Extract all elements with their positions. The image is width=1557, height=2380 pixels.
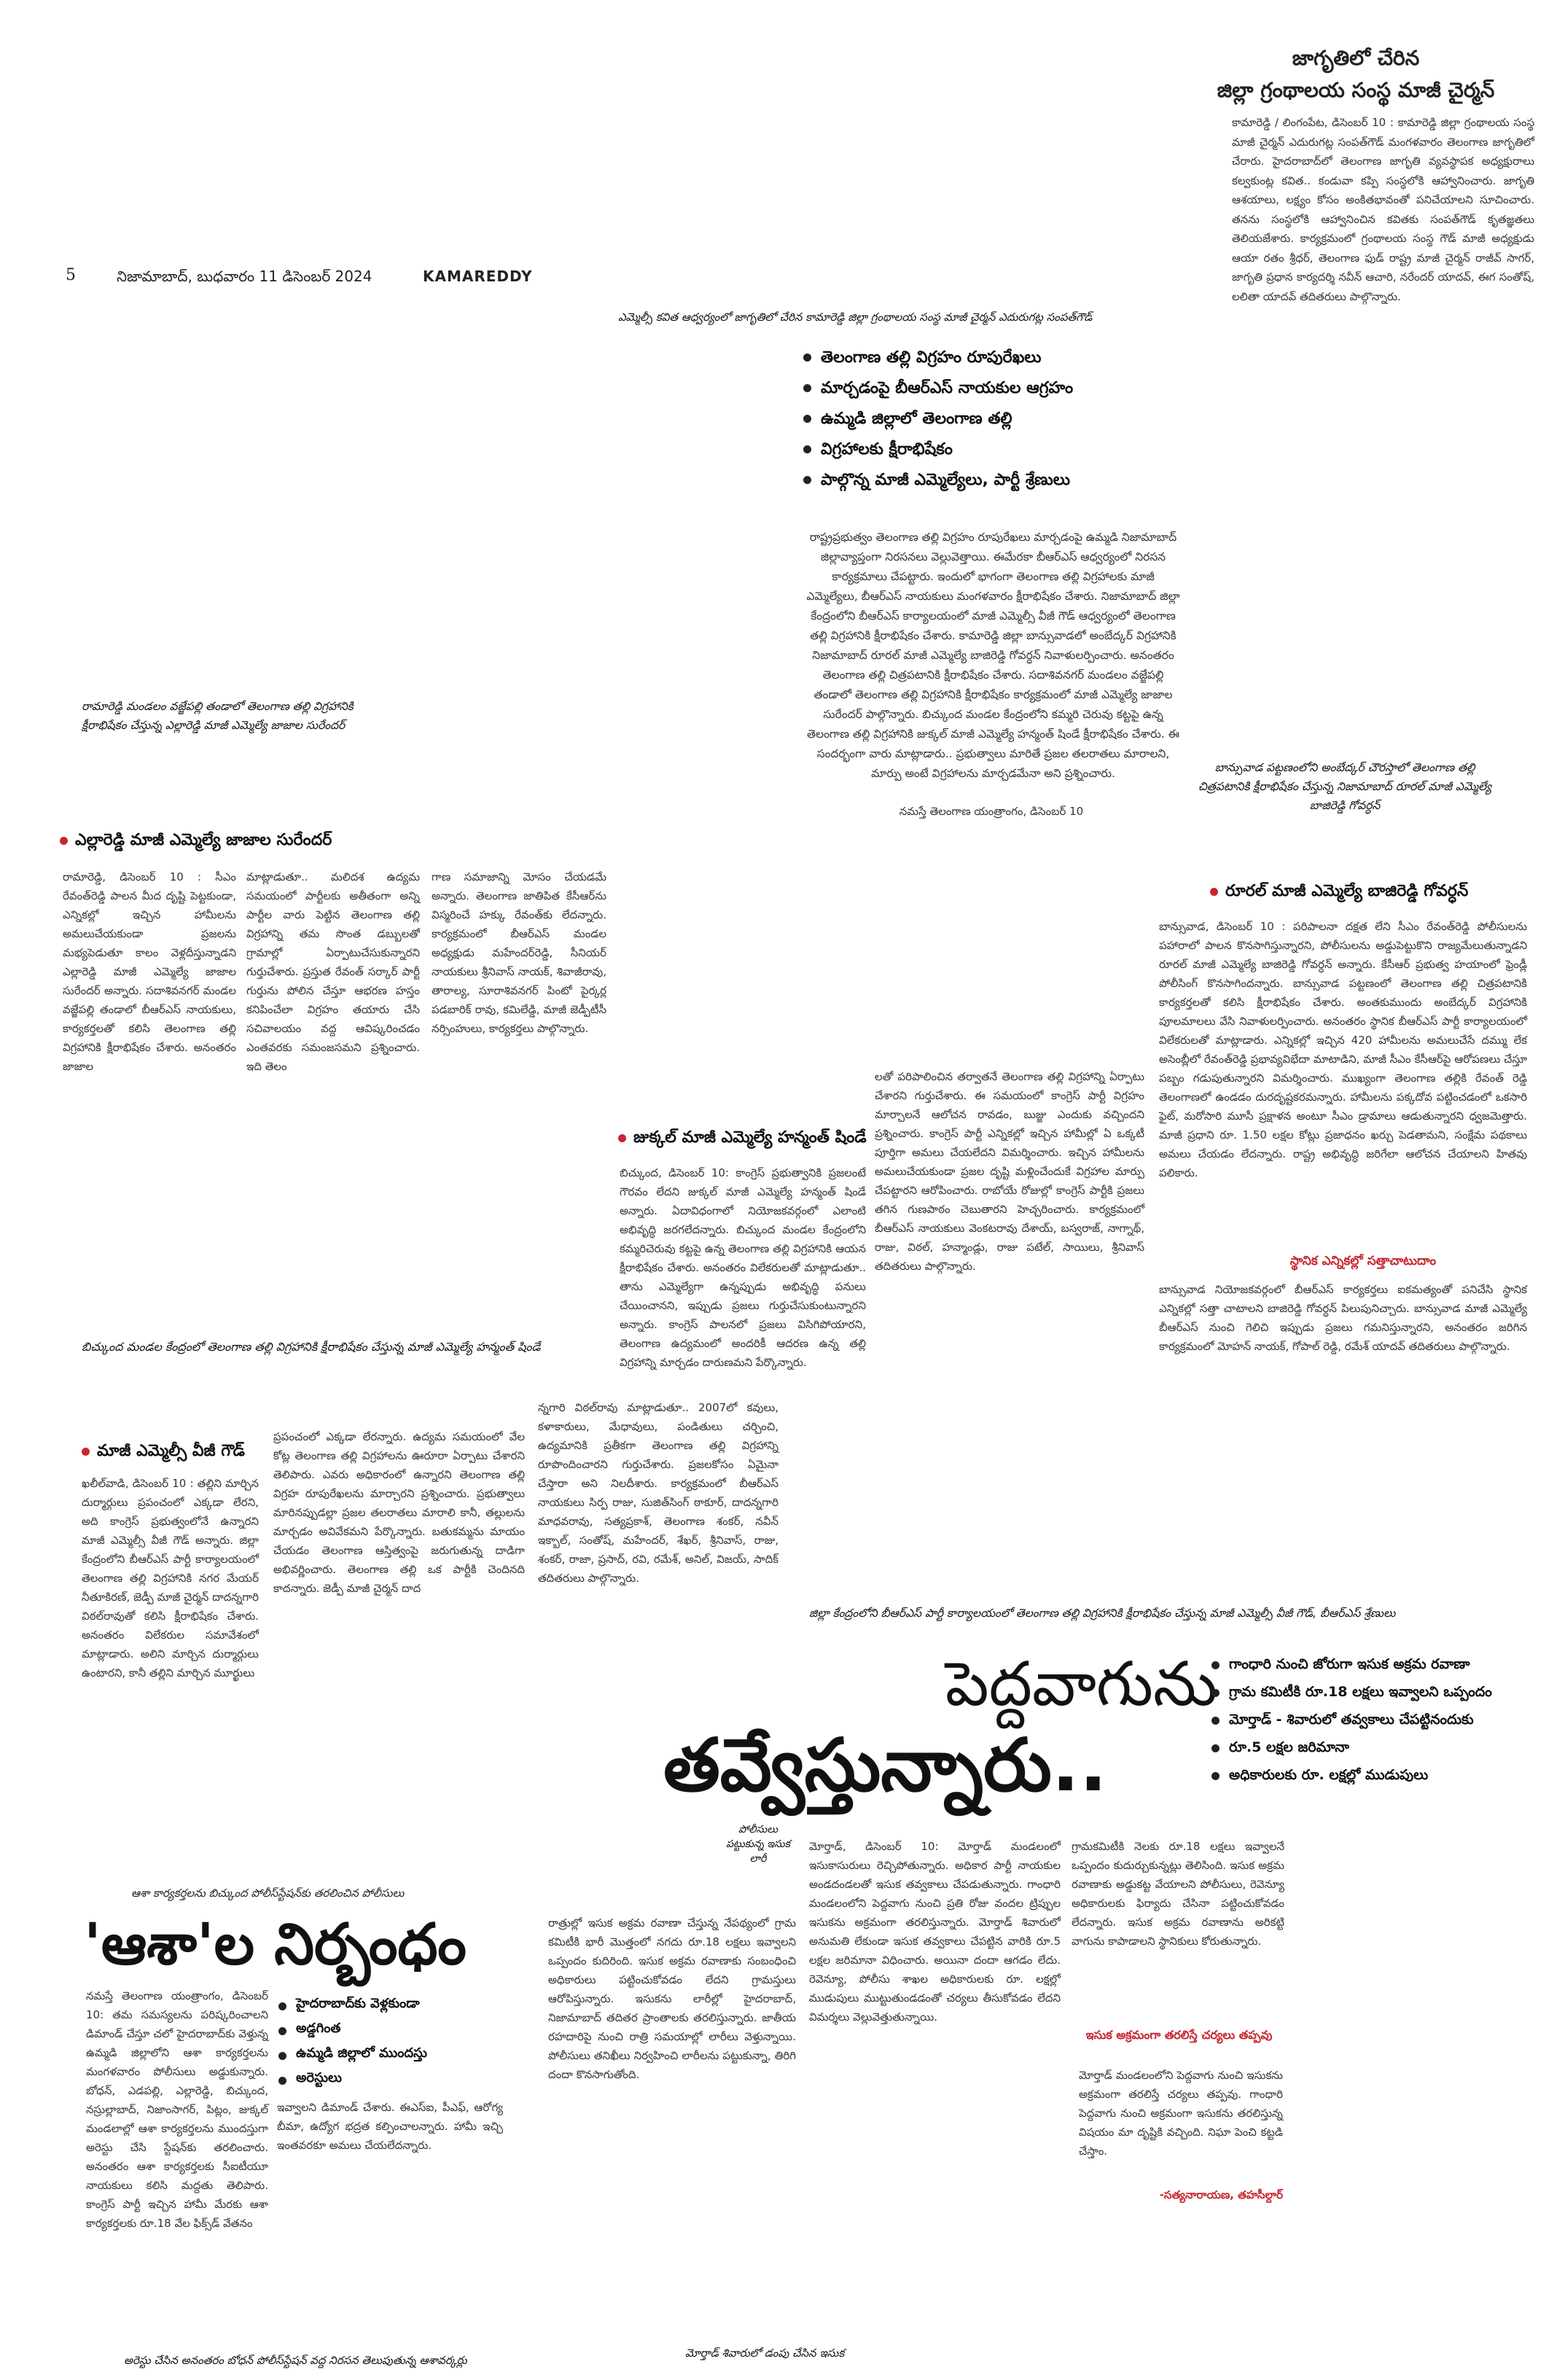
- main-bullet-4: విగ్రహాలకు క్షీరాభిషేకం: [802, 434, 1210, 465]
- main-bullet-2: మార్చడంపై బీఆర్ఎస్ నాయకుల ఆగ్రహం: [802, 373, 1210, 404]
- main-bullet-3: ఉమ్మడి జిల్లాలో తెలంగాణ తల్లి: [802, 404, 1210, 434]
- peddavagu-bullet-2: గ్రామ కమిటీకి రూ.18 లక్షలు ఇవ్వాలని ఒప్ప…: [1210, 1678, 1531, 1706]
- peddavagu-sidebar-head: ఇసుక అక్రమంగా తరలిస్తే చర్యలు తప్పవు: [1085, 2028, 1273, 2042]
- govardhan-body2: బాన్సువాడ నియోజకవర్గంలో బీఆర్ఎస్ కార్యకర…: [1159, 1283, 1527, 1353]
- main-story-credit: నమస్తే తెలంగాణ యంత్రాంగం, డిసెంబర్ 10: [899, 805, 1084, 818]
- peddavagu-bullet-5: అధికారులకు రూ. లక్షల్లో ముడుపులు: [1210, 1761, 1531, 1789]
- peddavagu-col1: రాత్రుల్లో ఇసుక అక్రమ రవాణా చేస్తున్న నే…: [548, 1916, 796, 2081]
- sand-lorry-caption: పోలీసులు పట్టుకున్న ఇసుక లారీ: [726, 1824, 790, 1865]
- banswada-photo-caption: బాన్సువాడ పట్టణంలోని అంబేద్కర్ చౌరస్తాలో…: [1198, 761, 1492, 812]
- vggoud-col2: ప్రపంచంలో ఎక్కడా లేరన్నారు. ఉద్యమ సమయంలో…: [273, 1430, 525, 1595]
- dateline: నిజామాబాద్, బుధవారం 11 డిసెంబర్ 2024: [117, 268, 372, 285]
- peddavagu-sidebar-body: మోర్తాడ్ మండలంలోని పెద్దవాగు నుంచి ఇసుకన…: [1079, 2069, 1283, 2158]
- peddavagu-col3: గ్రామకమిటీకి నెలకు రూ.18 లక్షలు ఇవ్వాలనే…: [1072, 1840, 1284, 1948]
- peddavagu-headline-line1: పెద్దవాగును: [945, 1648, 1217, 1720]
- peddavagu-bullets: గాంధారి నుంచి జోరుగా ఇసుక అక్రమ రవాణా గ్…: [1210, 1650, 1531, 1789]
- headline-line1: జాగృతిలో చేరిన: [1292, 46, 1420, 70]
- asha-bullet-2: అడ్డగింత: [277, 2016, 503, 2041]
- dumped-sand-caption: మోర్తాడ్ శివారులో డంపు చేసిన ఇసుక: [685, 2346, 845, 2360]
- main-story-intro: రాష్ట్రప్రభుత్వం తెలంగాణ తల్లి విగ్రహం ర…: [806, 531, 1180, 780]
- bullet-dot-icon: [1210, 887, 1218, 896]
- nizamabad-photo-caption: జిల్లా కేంద్రంలోని బీఆర్ఎస్ పార్టీ కార్య…: [809, 1607, 1396, 1620]
- headline-line2: జిల్లా గ్రంథాలయ సంస్థ మాజీ చైర్మన్: [1217, 78, 1495, 102]
- asha-headline: 'ఆశా'ల నిర్బంధం: [84, 1912, 467, 1978]
- surender-col3: గాణ సమాజాన్ని మోసం చేయడమే అన్నారు. తెలంగ…: [432, 870, 606, 1035]
- page-masthead: 5 నిజామాబాద్, బుధవారం 11 డిసెంబర్ 2024 K…: [66, 266, 1232, 289]
- vggoud-col3: న్నగారి విఠల్‌రావు మాట్లాడుతూ.. 2007లో క…: [538, 1401, 778, 1585]
- yellareddy-photo-caption: రామారెడ్డి మండలం వజ్జేపల్లి తండాలో తెలంగ…: [82, 700, 354, 732]
- bichkunda-photo-caption: బిచ్కుంద మండల కేంద్రంలో తెలంగాణ తల్లి వి…: [82, 1340, 541, 1354]
- peddavagu-headline-line2: తవ్వేస్తున్నారు..: [663, 1722, 1107, 1808]
- surender-col1: రామారెడ్డి, డిసెంబర్ 10 : సీఎం రేవంత్‌రె…: [63, 870, 236, 1073]
- bullet-dot-icon: [60, 836, 68, 845]
- jagruthi-photo-caption: ఎమ్మెల్సీ కవిత ఆధ్వర్యంలో జాగృతిలో చేరిన…: [618, 311, 1093, 324]
- shinde-subhead: జుక్కల్ మాజీ ఎమ్మెల్యే హన్మంత్ షిండే: [618, 1128, 1055, 1150]
- asha-bullet-3: ఉమ్మడి జిల్లాలో ముందస్తు: [277, 2041, 503, 2066]
- asha-col1: నమస్తే తెలంగాణ యంత్రాంగం, డిసెంబర్ 10: త…: [86, 1989, 268, 2230]
- bullet-dot-icon: [82, 1447, 90, 1456]
- peddavagu-bullet-1: గాంధారి నుంచి జోరుగా ఇసుక అక్రమ రవాణా: [1210, 1650, 1531, 1678]
- main-bullet-5: పాల్గొన్న మాజీ ఎమ్మెల్యేలు, పార్టీ శ్రేణ…: [802, 465, 1210, 496]
- jagruthi-headline: జాగృతిలో చేరిన జిల్లా గ్రంథాలయ సంస్థ మాజ…: [1195, 42, 1516, 106]
- peddavagu-sidebar-credit: -సత్యనారాయణ, తహసీల్దార్: [1159, 2188, 1283, 2201]
- asha-bullets: హైదరాబాద్‌కు వెళ్లకుండా అడ్డగింత ఉమ్మడి …: [277, 1991, 503, 2091]
- asha-kicker: ఆశా కార్యకర్తలను బిచ్కుంద పోలీస్‌స్టేషన్…: [131, 1887, 405, 1900]
- page-number: 5: [66, 266, 76, 284]
- asha-bottom-caption: అరెస్టు చేసిన అనంతరం బోధన్ పోలీస్‌స్టేషన…: [124, 2354, 467, 2367]
- asha-bullet-4: అరెస్టులు: [277, 2066, 503, 2091]
- peddavagu-col2: మోర్తాడ్, డిసెంబర్ 10: మోర్తాడ్ మండలంలో …: [809, 1840, 1061, 2024]
- vggoud-subhead: మాజీ ఎమ్మెల్సీ వీజీ గౌడ్: [82, 1442, 519, 1464]
- edition-name: KAMAREDDY: [423, 268, 533, 285]
- govardhan-subsubhead: స్థానిక ఎన్నికల్లో సత్తాచాటుదాం: [1289, 1254, 1437, 1268]
- peddavagu-headline: పెద్దవాగును తవ్వేస్తున్నారు..: [663, 1647, 1217, 1811]
- shinde-col2: లతో పరిపాలించిన తర్వాతనే తెలంగాణ తల్లి వ…: [875, 1070, 1144, 1273]
- surender-col2: మాట్లాడుతూ.. మలిదశ ఉద్యమ సమయంలో పార్టీలక…: [246, 870, 420, 1073]
- asha-col2: ఇవ్వాలని డిమాండ్ చేశారు. ఈఎస్ఐ, పీఎఫ్, ఆ…: [277, 2101, 503, 2152]
- govardhan-body: బాన్సువాడ, డిసెంబర్ 10 : పరిపాలనా దక్షత …: [1159, 920, 1527, 1179]
- govardhan-subhead: రూరల్ మాజీ ఎమ్మెల్యే బాజిరెడ్డి గోవర్ధన్: [1210, 882, 1531, 904]
- jagruthi-body: కామారెడ్డి / లింగంపేట, డిసెంబర్ 10 : కామ…: [1232, 116, 1534, 303]
- shinde-col1: బిచ్కుంద, డిసెంబర్ 10: కాంగ్రెస్ ప్రభుత్…: [620, 1166, 866, 1369]
- vggoud-col1: ఖలీల్‌వాడి, డిసెంబర్ 10 : తల్లిని మార్చి…: [82, 1477, 259, 1679]
- bullet-dot-icon: [618, 1134, 626, 1142]
- peddavagu-bullet-3: మోర్తాడ్ - శివారులో తవ్వకాలు చేపట్టినందు…: [1210, 1706, 1531, 1733]
- surender-subhead: ఎల్లారెడ్డి మాజీ ఎమ్మెల్యే జాజాల సురేందర…: [60, 831, 570, 853]
- main-bullet-1: తెలంగాణ తల్లి విగ్రహం రూపురేఖలు: [802, 343, 1210, 373]
- peddavagu-bullet-4: రూ.5 లక్షల జరిమానా: [1210, 1733, 1531, 1761]
- main-story-bullets: తెలంగాణ తల్లి విగ్రహం రూపురేఖలు మార్చడంప…: [802, 343, 1210, 496]
- asha-bullet-1: హైదరాబాద్‌కు వెళ్లకుండా: [277, 1991, 503, 2016]
